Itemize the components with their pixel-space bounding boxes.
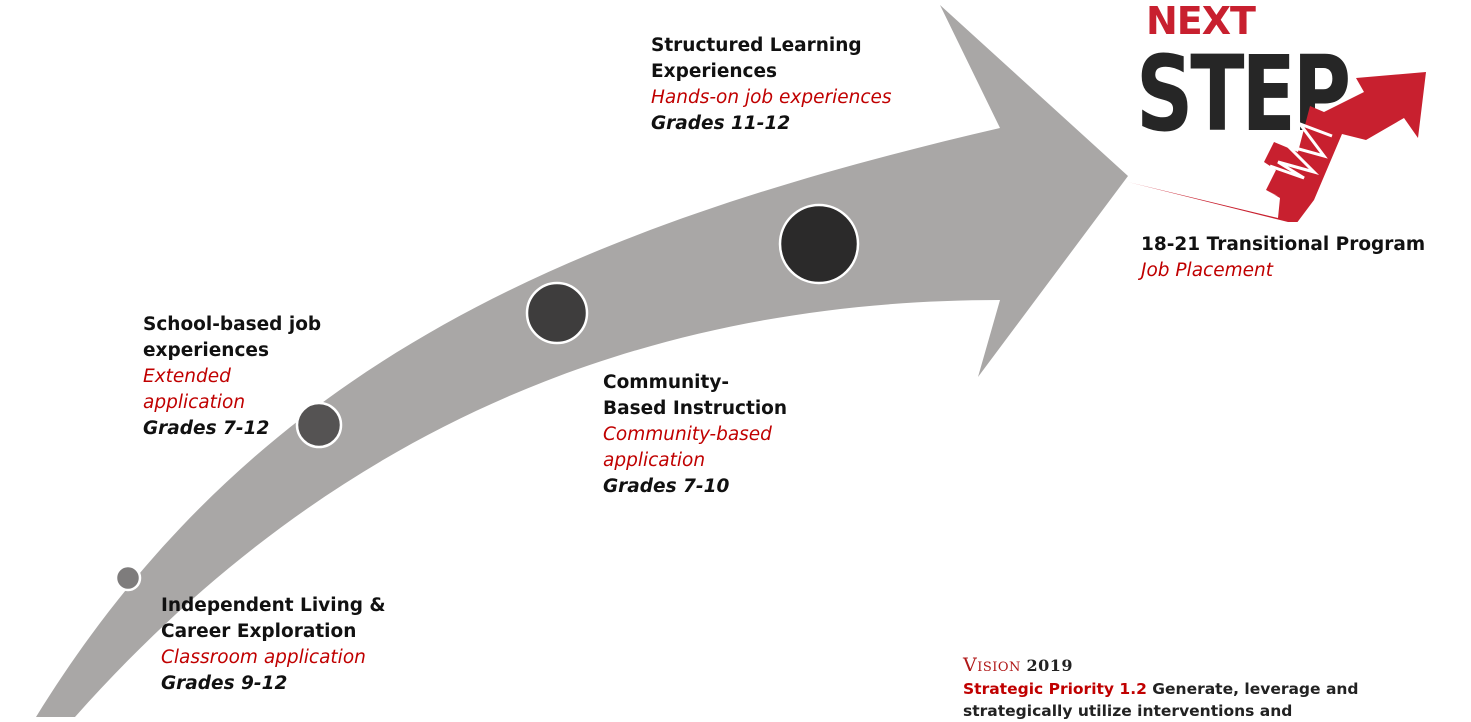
staircase-icon: [1128, 72, 1426, 224]
stage-title: Career Exploration: [161, 621, 357, 642]
stage-school-based: School-based job experiences Extended ap…: [143, 312, 321, 442]
stage-subtitle: Extended: [143, 366, 231, 387]
strategic-priority: Strategic Priority 1.2 Generate, leverag…: [963, 678, 1383, 722]
stage-title: Community-: [603, 372, 730, 393]
priority-label: Strategic Priority 1.2: [963, 680, 1147, 698]
stage-title: Independent Living &: [161, 595, 386, 616]
stage-independent-living: Independent Living & Career Exploration …: [161, 593, 386, 697]
stage-structured-learning: Structured Learning Experiences Hands-on…: [651, 33, 892, 137]
stage-subtitle: application: [143, 392, 246, 413]
stage-grades: Grades 9-12: [161, 673, 288, 694]
stage-community-based: Community- Based Instruction Community-b…: [603, 370, 787, 500]
stage-subtitle: Hands-on job experiences: [651, 87, 892, 108]
stage-title: Experiences: [651, 61, 778, 82]
vision-word: Vision: [963, 654, 1021, 676]
stage-grades: Grades 11-12: [651, 113, 791, 134]
stage-subtitle: application: [603, 450, 706, 471]
goal-subtitle: Job Placement: [1141, 260, 1273, 281]
milestone-dot-2: [295, 401, 343, 449]
arrow-body: [36, 5, 1128, 717]
stage-subtitle: Classroom application: [161, 647, 366, 668]
stage-grades: Grades 7-12: [143, 418, 270, 439]
milestone-dot-4: [778, 203, 860, 285]
stage-subtitle: Community-based: [603, 424, 772, 445]
logo-next-text: NEXT: [1146, 0, 1256, 43]
goal-block: 18-21 Transitional Program Job Placement: [1141, 232, 1425, 284]
stage-grades: Grades 7-10: [603, 476, 730, 497]
goal-title: 18-21 Transitional Program: [1141, 234, 1426, 255]
milestone-dot-3: [525, 281, 589, 345]
stage-title: experiences: [143, 340, 269, 361]
logo-graphic: NEXT STEP: [1128, 0, 1426, 224]
stage-title: Structured Learning: [651, 35, 862, 56]
vision-year: 2019: [1026, 656, 1074, 675]
stage-title: Based Instruction: [603, 398, 788, 419]
vision-heading: Vision 2019: [963, 654, 1073, 676]
next-step-logo: NEXT STEP: [1128, 0, 1458, 224]
stage-title: School-based job: [143, 314, 322, 335]
priority-text: Generate, leverage and strategically uti…: [963, 680, 1359, 720]
milestone-dot-1: [114, 564, 142, 592]
